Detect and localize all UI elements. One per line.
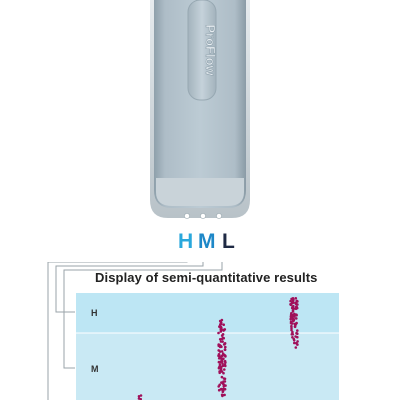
scatter-dot <box>291 299 295 302</box>
indicator-light-l <box>216 213 222 219</box>
scatter-dot <box>218 365 221 368</box>
scatter-dot <box>137 395 141 398</box>
scatter-dot <box>296 340 299 343</box>
scatter-dot <box>291 330 294 334</box>
scatter-dot <box>220 337 224 341</box>
scatter-dot <box>223 348 227 351</box>
scatter-dot <box>289 303 292 306</box>
scatter-dot <box>221 382 225 385</box>
scatter-dot <box>294 346 298 349</box>
scatter-dot <box>223 393 226 397</box>
scatter-dot <box>219 330 223 333</box>
level-label-l: L <box>222 230 235 253</box>
scatter-dot <box>221 352 225 356</box>
level-label-m: M <box>198 230 216 253</box>
scatter-dot <box>222 343 226 346</box>
scatter-dot <box>296 343 299 346</box>
scatter-dot <box>292 319 296 322</box>
scatter-dot <box>294 335 297 338</box>
indicator-light-h <box>184 213 190 219</box>
scatter-dot <box>139 394 143 397</box>
scatter-dot <box>220 350 224 353</box>
scatter-dot <box>218 363 222 366</box>
device-brand-text: ProFlow <box>203 24 218 76</box>
scatter-dot <box>219 367 223 371</box>
level-label-h: H <box>178 230 194 253</box>
scatter-dot <box>223 363 227 366</box>
scatter-dot <box>217 354 220 358</box>
band-mid <box>76 333 339 400</box>
scatter-dot <box>222 323 225 327</box>
scatter-dot <box>292 337 296 341</box>
scatter-dot <box>223 387 227 391</box>
indicator-light-m <box>200 213 206 219</box>
scatter-dot <box>289 315 293 319</box>
scatter-dot <box>224 345 227 349</box>
scatter-dot <box>291 322 294 325</box>
device-cap <box>156 178 244 206</box>
scatter-dot <box>223 368 226 371</box>
scatter-dot <box>221 362 224 365</box>
scatter-dot <box>293 341 296 345</box>
scatter-dot <box>221 340 224 343</box>
scatter-dot <box>222 329 225 332</box>
scatter-dot <box>220 354 224 358</box>
band-label-m: M <box>91 364 99 374</box>
scatter-dot <box>218 319 222 323</box>
connector-lines <box>47 262 223 400</box>
scatter-dot <box>221 333 225 336</box>
scatter-dot <box>290 312 293 315</box>
scatter-dot <box>290 326 293 330</box>
scatter-dots <box>137 297 299 400</box>
scatter-dot <box>292 314 295 318</box>
scatter-dot <box>295 317 298 320</box>
device-grip <box>187 0 217 101</box>
device-front <box>154 0 246 208</box>
scatter-dot <box>220 326 223 330</box>
scatter-dot <box>218 371 221 375</box>
scatter-dot <box>294 301 298 305</box>
scatter-dot <box>222 371 225 375</box>
scatter-dot <box>296 329 299 332</box>
scatter-dot <box>217 331 220 335</box>
scatter-dot <box>289 320 293 324</box>
scatter-dot <box>295 305 298 309</box>
device-illustration: ProFlow <box>150 0 250 219</box>
results-panel <box>47 262 339 400</box>
scatter-dot <box>222 384 226 388</box>
scatter-dot <box>137 397 141 400</box>
scatter-dot <box>219 344 223 348</box>
scatter-dot <box>295 314 298 317</box>
scatter-dot <box>289 317 293 321</box>
scatter-dot <box>295 331 298 335</box>
scatter-dot <box>220 357 224 361</box>
scatter-dot <box>289 299 292 303</box>
scatter-dot <box>292 307 296 310</box>
band-label-h: H <box>91 308 98 318</box>
scatter-dot <box>291 305 294 309</box>
display-title: Display of semi-quantitative results <box>95 270 318 285</box>
scatter-dot <box>221 390 225 394</box>
scatter-dot <box>219 388 223 391</box>
scatter-dot <box>220 375 224 379</box>
scatter-dot <box>217 357 221 360</box>
scatter-dot <box>294 297 298 300</box>
scatter-dot <box>223 359 227 363</box>
scatter-dot <box>217 360 221 364</box>
scatter-dot <box>217 385 220 388</box>
scatter-dot <box>223 377 227 381</box>
band-high <box>76 293 339 333</box>
scatter-dot <box>218 325 221 328</box>
scatter-dot <box>295 321 298 325</box>
scatter-dot <box>217 349 220 352</box>
scatter-dot <box>219 323 222 326</box>
scatter-dot <box>220 359 224 363</box>
scatter-dot <box>218 338 222 341</box>
scatter-dot <box>291 333 295 336</box>
scatter-dot <box>290 328 293 332</box>
